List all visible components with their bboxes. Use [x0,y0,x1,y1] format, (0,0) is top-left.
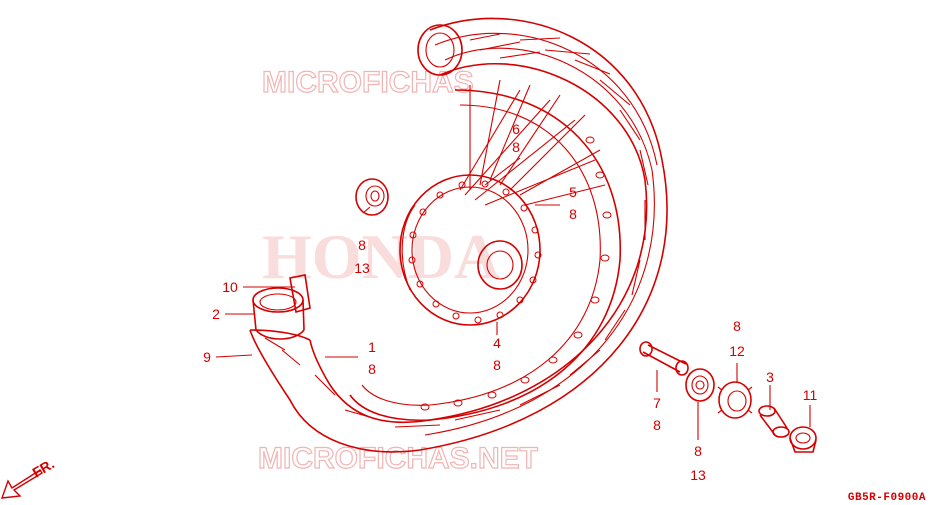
svg-text:8: 8 [368,361,376,377]
svg-text:8: 8 [512,139,520,155]
callout-4-8: 4 8 [493,335,501,373]
callout-8-13-top: 8 13 [354,237,370,276]
svg-text:8: 8 [569,206,577,222]
callout-10: 10 [222,279,238,295]
svg-text:8: 8 [493,357,501,373]
direction-label: FR. [30,455,58,480]
svg-text:8: 8 [358,237,366,253]
spokes [459,79,606,206]
callout-3: 3 [766,369,774,385]
diagram-code: GB5R-F0900A [848,492,926,504]
svg-text:4: 4 [493,335,501,351]
svg-text:13: 13 [690,467,706,483]
svg-text:11: 11 [803,387,818,403]
svg-text:5: 5 [569,184,577,200]
callout-6-8: 6 8 [512,121,520,155]
callout-1-8: 1 8 [368,339,376,377]
svg-text:6: 6 [512,121,520,137]
svg-text:9: 9 [203,349,211,365]
svg-text:12: 12 [729,343,745,359]
tube-and-rim-band [252,274,311,340]
svg-text:1: 1 [368,339,376,355]
bearing-left [355,178,389,216]
callout-8-12: 8 12 [729,318,745,359]
callout-8-13-bottom: 8 13 [690,443,706,483]
svg-text:7: 7 [653,395,661,411]
hub [399,174,542,326]
svg-text:8: 8 [694,443,702,459]
svg-text:2: 2 [212,306,220,322]
watermark-top: MICROFICHAS [262,66,474,99]
callout-11: 11 [803,387,818,403]
watermark-bottom: MICROFICHAS.NET [258,442,538,475]
svg-text:13: 13 [354,260,370,276]
callout-5-8: 5 8 [569,184,577,222]
front-direction-arrow: FR. [0,455,58,499]
callout-9: 9 [203,349,211,365]
svg-text:8: 8 [733,318,741,334]
svg-text:3: 3 [766,369,774,385]
watermark-middle: HONDA [262,221,500,292]
callout-2: 2 [212,306,220,322]
callout-7-8: 7 8 [653,395,661,433]
axle-parts [639,341,817,453]
svg-text:10: 10 [222,279,238,295]
svg-text:8: 8 [653,417,661,433]
leader-lines [215,157,811,440]
tire [249,17,668,453]
